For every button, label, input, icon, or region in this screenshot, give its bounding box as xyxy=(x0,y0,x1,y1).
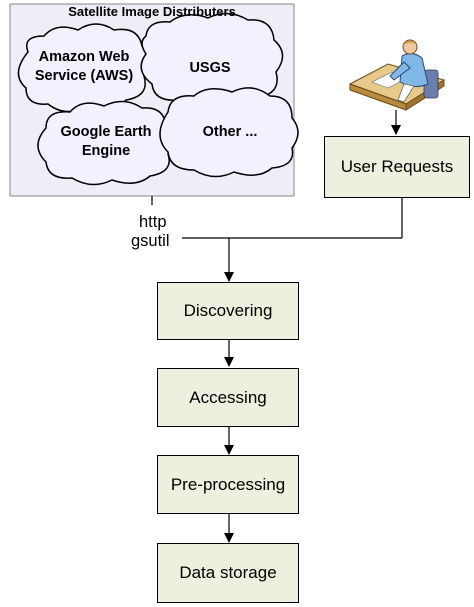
cloud-usgs-label: USGS xyxy=(150,59,270,78)
user-at-desk-icon xyxy=(348,39,446,111)
cloud-gee-line1: Google Earth xyxy=(60,124,152,140)
step-discovering-box: Discovering xyxy=(157,282,299,340)
cloud-usgs-line1: USGS xyxy=(189,60,231,76)
step-pre-processing-box: Pre-processing xyxy=(157,455,299,514)
cloud-other-line1: Other ... xyxy=(202,124,258,140)
protocol-http: http xyxy=(139,213,167,231)
step-data-storage-box: Data storage xyxy=(157,543,299,603)
cloud-aws-line1: Amazon Web xyxy=(38,49,130,65)
user-requests-label: User Requests xyxy=(340,157,454,176)
cloud-gee-label: Google Earth Engine xyxy=(44,123,168,161)
step-discovering-label: Discovering xyxy=(183,301,273,320)
cloud-other xyxy=(159,87,299,178)
step-accessing-box: Accessing xyxy=(157,368,299,427)
user-requests-box: User Requests xyxy=(324,136,470,198)
cloud-aws-line2: Service (AWS) xyxy=(34,68,134,84)
step-accessing-label: Accessing xyxy=(189,387,267,407)
step-data-storage-label: Data storage xyxy=(179,563,277,582)
distributors-title: Satellite Image Distributers xyxy=(68,4,236,19)
protocol-gsutil: gsutil xyxy=(131,232,170,250)
cloud-other-label: Other ... xyxy=(170,123,290,142)
cloud-gee-line2: Engine xyxy=(81,143,131,159)
cloud-aws-label: Amazon Web Service (AWS) xyxy=(22,48,146,86)
cloud-usgs xyxy=(140,12,284,108)
step-pre-processing-label: Pre-processing xyxy=(170,474,286,494)
